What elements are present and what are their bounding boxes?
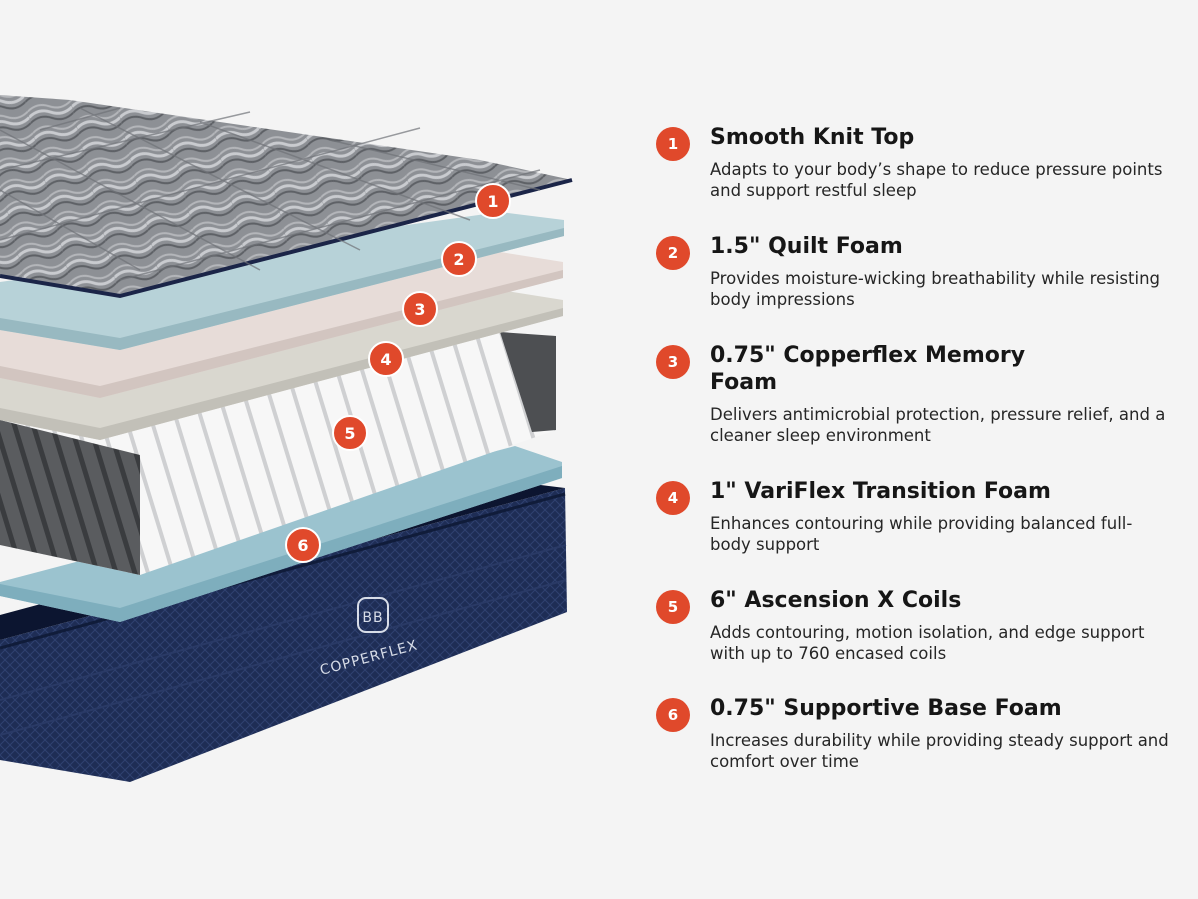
feature-title: 1" VariFlex Transition Foam: [710, 479, 1051, 504]
feature-number-badge: 6: [656, 698, 690, 732]
mattress-layers-illustration: BB COPPERFLEX 1 2 3 4 5: [0, 95, 573, 782]
feature-title: 0.75" Supportive Base Foam: [710, 696, 1062, 721]
svg-text:3: 3: [414, 300, 425, 319]
feature-title: 6" Ascension X Coils: [710, 588, 962, 613]
feature-number-badge: 3: [656, 345, 690, 379]
marker-1: 1: [475, 183, 511, 219]
marker-4: 4: [368, 341, 404, 377]
layer-6-base-foam: [0, 446, 562, 622]
feature-description: Adapts to your body’s shape to reduce pr…: [710, 160, 1163, 200]
feature-number-badge: 1: [656, 127, 690, 161]
feature-description: Provides moisture-wicking breathability …: [710, 269, 1161, 309]
layer-5-coils: [0, 332, 556, 575]
marker-3: 3: [402, 291, 438, 327]
marker-6: 6: [285, 527, 321, 563]
feature-number-badge: 2: [656, 236, 690, 270]
layer-2-quilt-foam: [0, 212, 564, 350]
svg-text:4: 4: [380, 350, 391, 369]
feature-description: Enhances contouring while providing bala…: [710, 514, 1133, 554]
svg-text:1: 1: [487, 192, 498, 211]
svg-text:2: 2: [453, 250, 464, 269]
svg-text:5: 5: [344, 424, 355, 443]
feature-number-badge: 5: [656, 590, 690, 624]
feature-title: Smooth Knit Top: [710, 125, 915, 150]
marker-5: 5: [332, 415, 368, 451]
layer-4-transition-foam: [0, 290, 563, 440]
svg-text:BB: BB: [362, 610, 383, 626]
feature-description: Increases durability while providing ste…: [710, 731, 1169, 771]
feature-description: Adds contouring, motion isolation, and e…: [710, 623, 1145, 663]
layer-1-knit-top: [0, 95, 573, 299]
marker-2: 2: [441, 241, 477, 277]
feature-title: 0.75" Copperflex Memory Foam: [710, 343, 1026, 395]
layer-3-memory-foam: [0, 252, 563, 398]
svg-text:6: 6: [297, 536, 308, 555]
feature-number-badge: 4: [656, 481, 690, 515]
feature-title: 1.5" Quilt Foam: [710, 234, 903, 259]
feature-description: Delivers antimicrobial protection, press…: [710, 405, 1166, 445]
